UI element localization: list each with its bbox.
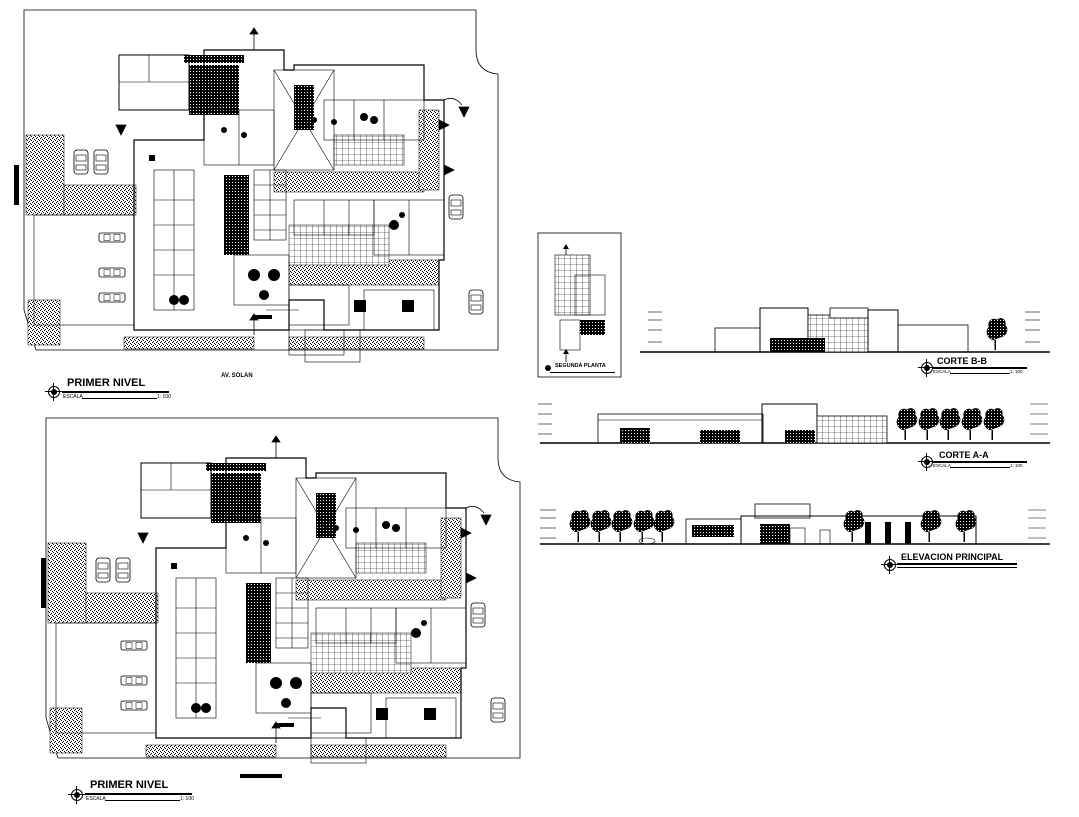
plan1-title: PRIMER NIVEL (67, 377, 146, 389)
second-floor-underline (550, 372, 615, 373)
section-aa-scale-label: ESCALA (933, 463, 951, 468)
plan1-scale-value: 1: 100 (157, 394, 171, 400)
plan2-scale-label: ESCALA (86, 796, 106, 802)
plan2-title: PRIMER NIVEL (90, 779, 169, 791)
section-aa-drawing (538, 403, 1050, 444)
plan2-title-underline (85, 793, 192, 795)
plan1-scale-label: ESCALA (63, 394, 83, 400)
section-aa-title: CORTE A-A (939, 450, 989, 460)
second-floor-title: SEGUNDA PLANTA (555, 363, 606, 369)
floor-plan-bottom (41, 418, 520, 763)
elevation-underline (897, 563, 1017, 565)
second-floor-plan (537, 232, 622, 378)
section-bb-drawing (640, 307, 1050, 353)
section-bb-underline (932, 367, 1027, 369)
floor-plan-top (14, 10, 498, 355)
plan1-road-label: AV. SOLAN (221, 373, 253, 379)
section-aa-scale-line (950, 467, 1010, 468)
plan2-scale-line (105, 800, 180, 801)
plan1-cut-line (304, 329, 361, 363)
elevation-title: ELEVACION PRINCIPAL (901, 552, 1004, 562)
elevation-underline-2 (897, 567, 1017, 568)
plan2-title-marker-icon (68, 786, 86, 804)
plan1-title-marker-icon (45, 383, 63, 401)
section-aa-underline (932, 461, 1027, 463)
section-bb-title: CORTE B-B (937, 356, 987, 366)
plan1-scale-line (82, 398, 157, 399)
section-bb-scale-value: 1: 100 (1010, 369, 1023, 374)
section-bb-scale-line (950, 373, 1010, 374)
elevation-marker-icon (881, 556, 899, 574)
plan1-title-underline (62, 391, 169, 393)
main-elevation-drawing (540, 503, 1050, 545)
plan2-scale-bar (240, 774, 282, 778)
section-bb-scale-label: ESCALA (933, 369, 951, 374)
section-aa-scale-value: 1: 100 (1010, 463, 1023, 468)
plan2-scale-value: 1: 100 (180, 796, 194, 802)
